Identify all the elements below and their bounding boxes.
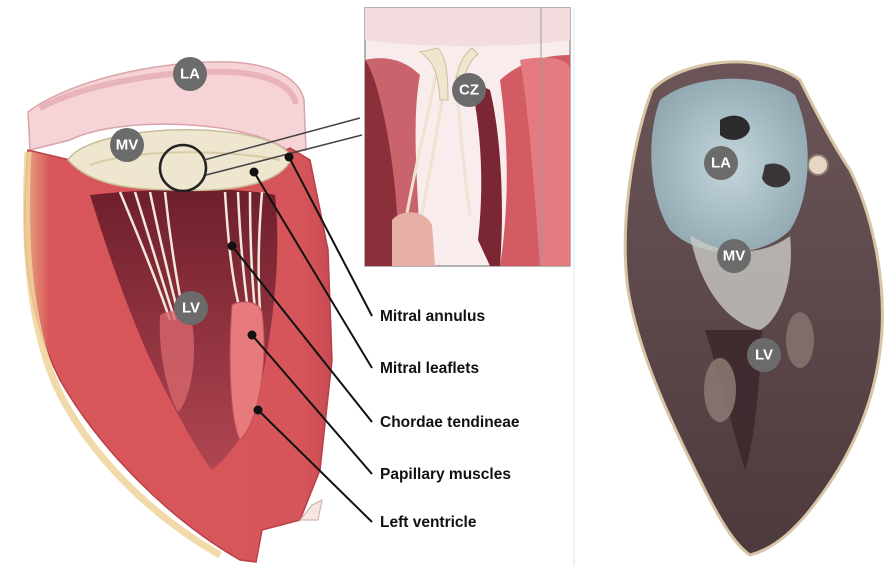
label-mitral-leaflets: Mitral leaflets [380,360,479,377]
badge-cz: CZ [452,73,486,107]
badge-mv-left-text: MV [116,137,139,154]
badge-lv-right: LV [747,338,781,372]
specimen-right [625,62,882,555]
badge-la-right: LA [704,146,738,180]
badge-la-left-text: LA [180,66,200,83]
label-left-ventricle: Left ventricle [380,514,477,531]
label-mitral-annulus: Mitral annulus [380,308,485,325]
badge-mv-right: MV [717,239,751,273]
badge-la-left: LA [173,57,207,91]
badge-mv-left: MV [110,128,144,162]
badge-mv-right-text: MV [723,248,746,265]
label-chordae-tendineae: Chordae tendineae [380,414,520,431]
badge-lv-left-text: LV [182,300,200,317]
badge-la-right-text: LA [711,155,731,172]
badge-lv-left: LV [174,291,208,325]
inset-zoom [365,8,570,266]
badge-lv-right-text: LV [755,347,773,364]
badge-cz-text: CZ [459,82,479,99]
label-papillary-muscles: Papillary muscles [380,466,511,483]
